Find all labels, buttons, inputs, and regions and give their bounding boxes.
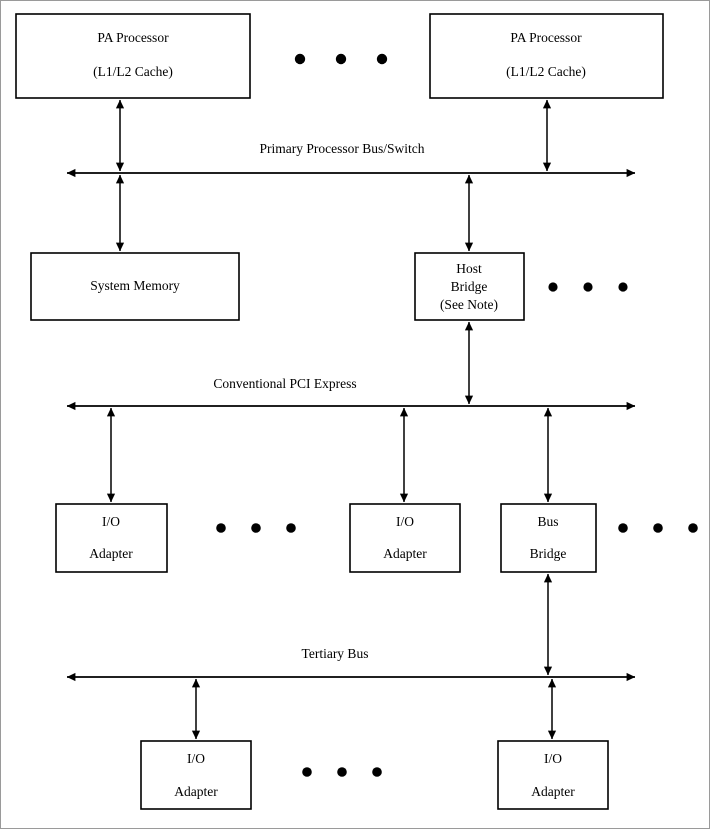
io-adapter-pci-2-line1: I/O (396, 514, 414, 529)
host-bridge-line2: Bridge (451, 279, 488, 294)
io-adapter-tertiary-2-rect (497, 740, 609, 810)
ellipsis-dot (548, 282, 558, 292)
io-adapter-tertiary-1-line2: Adapter (174, 784, 218, 799)
box-system-memory[interactable]: System Memory (30, 252, 240, 321)
ellipsis-host-bridge-row (548, 282, 628, 292)
ellipsis-dot (653, 523, 663, 533)
ellipsis-processor-row (294, 53, 388, 65)
ellipsis-dot (251, 523, 261, 533)
box-pa-processor-right[interactable]: PA Processor (L1/L2 Cache) (429, 13, 664, 99)
pa-processor-left-line2: (L1/L2 Cache) (93, 64, 173, 79)
system-memory-rect (30, 252, 240, 321)
box-host-bridge[interactable]: Host Bridge (See Note) (414, 252, 525, 321)
io-adapter-tertiary-2-line2: Adapter (531, 784, 575, 799)
box-pa-processor-left[interactable]: PA Processor (L1/L2 Cache) (15, 13, 251, 99)
primary-processor-bus-label: Primary Processor Bus/Switch (260, 141, 425, 156)
box-io-adapter-tertiary-1[interactable]: I/O Adapter (140, 740, 252, 810)
ellipsis-dot (618, 282, 628, 292)
host-bridge-rect (414, 252, 525, 321)
ellipsis-dot (335, 53, 347, 65)
box-io-adapter-pci-2[interactable]: I/O Adapter (349, 503, 461, 573)
system-memory-label: System Memory (90, 278, 180, 293)
ellipsis-dot (294, 53, 306, 65)
pa-processor-right-line2: (L1/L2 Cache) (506, 64, 586, 79)
ellipsis-dot (302, 767, 312, 777)
ellipsis-io-adapter-row-left (216, 523, 296, 533)
ellipsis-dot (216, 523, 226, 533)
ellipsis-dot (688, 523, 698, 533)
pa-processor-right-line1: PA Processor (510, 30, 582, 45)
ellipsis-dot (337, 767, 347, 777)
io-adapter-pci-1-line2: Adapter (89, 546, 133, 561)
pa-processor-left-rect (15, 13, 251, 99)
host-bridge-line3: (See Note) (440, 297, 498, 312)
conventional-pci-express-label: Conventional PCI Express (213, 376, 356, 391)
box-bus-bridge[interactable]: Bus Bridge (500, 503, 597, 573)
ellipsis-tertiary-row (302, 767, 382, 777)
ellipsis-bus-bridge-row-right (618, 523, 698, 533)
io-adapter-tertiary-1-rect (140, 740, 252, 810)
ellipsis-dot (372, 767, 382, 777)
box-io-adapter-pci-1[interactable]: I/O Adapter (55, 503, 168, 573)
tertiary-bus-label: Tertiary Bus (302, 646, 369, 661)
host-bridge-line1: Host (456, 261, 482, 276)
bus-bridge-line2: Bridge (530, 546, 567, 561)
ellipsis-dot (376, 53, 388, 65)
ellipsis-dot (618, 523, 628, 533)
pa-processor-right-rect (429, 13, 664, 99)
pa-processor-left-line1: PA Processor (97, 30, 169, 45)
bus-bridge-line1: Bus (537, 514, 558, 529)
ellipsis-dot (583, 282, 593, 292)
io-adapter-pci-1-line1: I/O (102, 514, 120, 529)
io-adapter-pci-1-rect (55, 503, 168, 573)
io-adapter-tertiary-1-line1: I/O (187, 751, 205, 766)
ellipsis-dot (286, 523, 296, 533)
io-adapter-tertiary-2-line1: I/O (544, 751, 562, 766)
bus-bridge-rect (500, 503, 597, 573)
io-adapter-pci-2-rect (349, 503, 461, 573)
box-io-adapter-tertiary-2[interactable]: I/O Adapter (497, 740, 609, 810)
io-adapter-pci-2-line2: Adapter (383, 546, 427, 561)
